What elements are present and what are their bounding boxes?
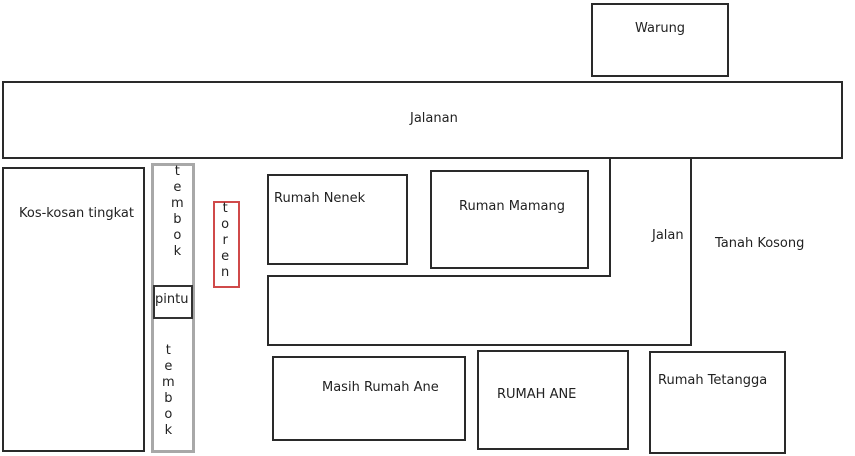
- rumah-ane-label: RUMAH ANE: [497, 387, 577, 402]
- rumah-nenek-label: Rumah Nenek: [274, 191, 366, 206]
- tembok-top-label: t e m b o k: [171, 164, 184, 260]
- tembok-top-letter: o: [173, 228, 182, 243]
- toren-letter: e: [221, 249, 230, 264]
- toren-letter: o: [221, 217, 230, 232]
- tembok-bottom-letter: e: [164, 359, 173, 374]
- pintu-door: [153, 285, 193, 319]
- tembok-bottom-letter: o: [164, 407, 173, 422]
- tembok-bottom-letter: m: [162, 375, 175, 390]
- ruman-mamang-box: [430, 170, 589, 269]
- pintu-label: pintu: [155, 292, 189, 307]
- toren-letter: t: [222, 201, 228, 216]
- rumah-tetangga-box: [649, 351, 786, 454]
- ruman-mamang-label: Ruman Mamang: [459, 199, 565, 214]
- masih-rumah-ane-label: Masih Rumah Ane: [322, 380, 439, 395]
- toren-label: t o r e n: [221, 201, 229, 281]
- jalan-vertical: [609, 159, 692, 277]
- tembok-bottom-letter: k: [164, 423, 173, 438]
- masih-rumah-ane-box: [272, 356, 466, 441]
- toren-letter: n: [221, 265, 230, 280]
- warung-label: Warung: [635, 21, 686, 36]
- tembok-top-letter: b: [173, 212, 182, 227]
- tembok-bottom-letter: b: [164, 391, 173, 406]
- tembok-bottom-label: t e m b o k: [162, 343, 175, 439]
- tembok-bottom-letter: t: [165, 343, 171, 358]
- tembok-top-letter: m: [171, 196, 184, 211]
- jalan-horizontal: [267, 275, 692, 346]
- tembok-top-letter: k: [173, 244, 182, 259]
- rumah-nenek-box: [267, 174, 408, 265]
- tembok-top-letter: t: [174, 164, 180, 179]
- jalan-label: Jalan: [652, 228, 684, 243]
- jalanan-label: Jalanan: [410, 111, 458, 126]
- kos-label: Kos-kosan tingkat: [19, 206, 134, 221]
- rumah-ane-box: [477, 350, 629, 450]
- tembok-top-letter: e: [173, 180, 182, 195]
- tanah-kosong-label: Tanah Kosong: [715, 236, 805, 251]
- toren-tank: [213, 201, 240, 288]
- rumah-tetangga-label: Rumah Tetangga: [658, 373, 768, 388]
- warung-box: [591, 3, 729, 77]
- jalanan-road: [2, 81, 843, 159]
- toren-letter: r: [222, 233, 228, 248]
- kos-kosan-building: [2, 167, 145, 452]
